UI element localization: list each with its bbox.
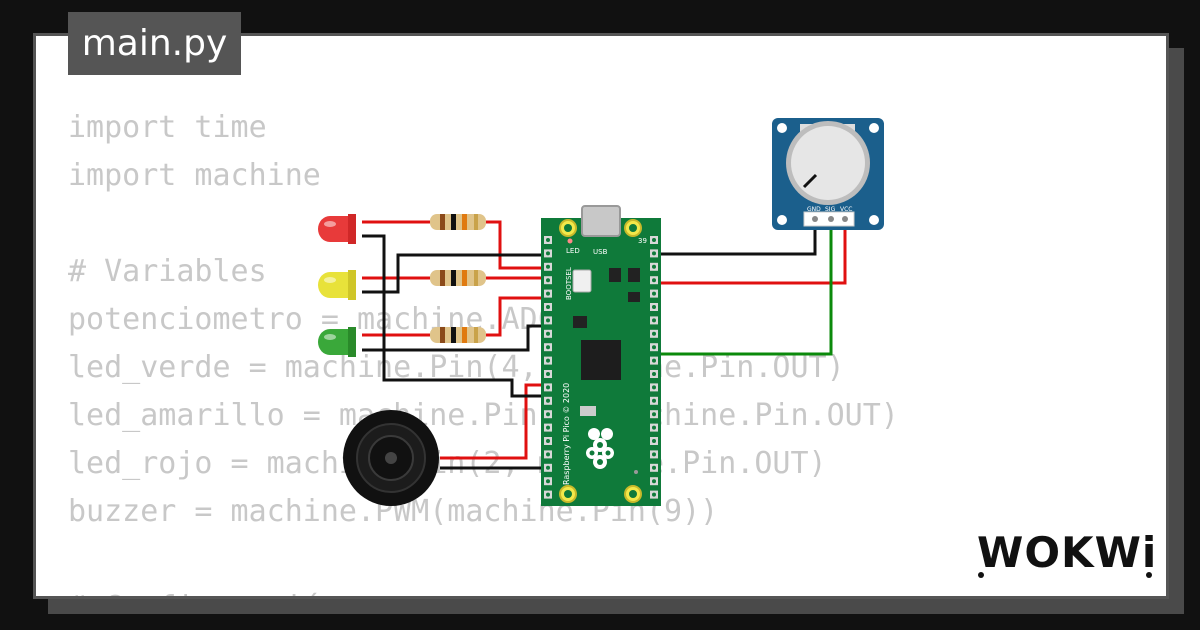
pico-pin-hole <box>652 358 656 363</box>
pico-pin-hole <box>546 318 550 323</box>
code-line: import time <box>68 110 267 145</box>
wire-black-green-led-gnd <box>362 324 552 352</box>
resistor-1[interactable] <box>430 214 486 230</box>
pico-pin-hole <box>546 264 550 269</box>
led-red[interactable] <box>318 214 356 244</box>
pico-pin-hole <box>652 305 656 309</box>
pico-pin-hole <box>652 331 656 336</box>
pico-pin-hole <box>546 439 550 443</box>
code-line: buzzer = machine.PWM(machine.Pin(9)) <box>68 494 719 529</box>
pico-pin-hole <box>546 291 550 296</box>
pico-pin-hole <box>546 331 550 336</box>
pico-pin-hole <box>546 425 550 430</box>
pico-pin-hole <box>652 318 656 323</box>
pico-pin-hole <box>546 278 550 283</box>
pico-pin-hole <box>652 465 656 470</box>
pin-label: 39 <box>638 237 647 245</box>
pico-pin-hole <box>546 492 550 497</box>
led-green[interactable] <box>318 327 356 357</box>
pico-pin-hole <box>652 479 656 484</box>
pico-pin-hole <box>652 452 656 457</box>
pico-pin-hole <box>652 425 656 430</box>
wire-red-resistor-pico <box>486 220 552 270</box>
raspberry-pi-pico[interactable]: LED USB 39 BOOTSEL Raspberry Pi Pico © 2… <box>541 205 661 506</box>
code-line: # Variables <box>68 254 267 289</box>
pico-pin-hole <box>652 385 656 390</box>
wire-red-pot-vcc <box>652 218 847 285</box>
raspberry-logo-icon <box>586 428 614 469</box>
potentiometer[interactable]: GND SIG VCC <box>772 118 884 230</box>
pico-pin-hole <box>652 345 656 350</box>
pico-pin-hole <box>546 465 550 470</box>
pico-pin-hole <box>546 305 550 309</box>
pot-knob-indicator <box>802 173 818 189</box>
pico-pin-hole <box>652 291 656 296</box>
pico-pin-hole <box>546 251 550 256</box>
wire-red-buzzer-pico <box>440 383 552 460</box>
file-tab[interactable]: main.py <box>68 12 241 75</box>
led-yellow[interactable] <box>318 270 356 300</box>
rp2040-chip <box>581 340 621 380</box>
pico-pin-hole <box>652 398 656 403</box>
resistor-2[interactable] <box>430 270 486 286</box>
usb-label: USB <box>593 248 608 256</box>
wire-black-red-led-gnd <box>362 234 552 398</box>
pico-pin-hole <box>546 238 550 242</box>
pico-pin-hole <box>546 479 550 484</box>
wire-red-resistor3-pico <box>486 296 552 337</box>
pico-pin-hole <box>652 251 656 256</box>
wire-green-pot-signal <box>652 218 833 356</box>
pico-pin-hole <box>652 492 656 497</box>
pico-pin-hole <box>652 238 656 242</box>
pot-pin-sig: SIG <box>825 206 836 213</box>
wire-black-yellow-led-gnd <box>362 253 552 294</box>
pico-pin-hole <box>546 345 550 350</box>
bootsel-button <box>572 269 592 293</box>
pico-pin-hole <box>546 398 550 403</box>
pico-pin-hole <box>546 385 550 390</box>
board-silkscreen: Raspberry Pi Pico © 2020 <box>562 383 571 485</box>
resistor-3[interactable] <box>430 327 486 343</box>
pot-pin-gnd: GND <box>807 206 821 213</box>
code-line: potenciometro = machine.ADC(26) <box>68 302 628 337</box>
buzzer[interactable] <box>343 410 439 506</box>
usb-connector <box>581 205 621 237</box>
wokwi-logo-text: WOKWi <box>977 528 1155 577</box>
pico-pin-hole <box>546 372 550 376</box>
pico-pin-hole <box>546 358 550 363</box>
pot-pin-vcc: VCC <box>840 206 852 213</box>
pico-pin-hole <box>652 439 656 443</box>
pico-pin-rows <box>544 236 658 499</box>
code-line: # Configuración <box>68 584 899 596</box>
pico-pin-hole <box>546 452 550 457</box>
led-label: LED <box>566 247 580 255</box>
bootsel-label: BOOTSEL <box>565 267 573 300</box>
code-line: import machine <box>68 158 321 193</box>
pico-pin-hole <box>652 264 656 269</box>
pico-pin-hole <box>652 372 656 376</box>
pico-pin-hole <box>652 412 656 417</box>
wokwi-logo: WOKWi <box>977 528 1155 578</box>
pico-pin-hole <box>546 412 550 417</box>
pico-pin-hole <box>652 278 656 283</box>
